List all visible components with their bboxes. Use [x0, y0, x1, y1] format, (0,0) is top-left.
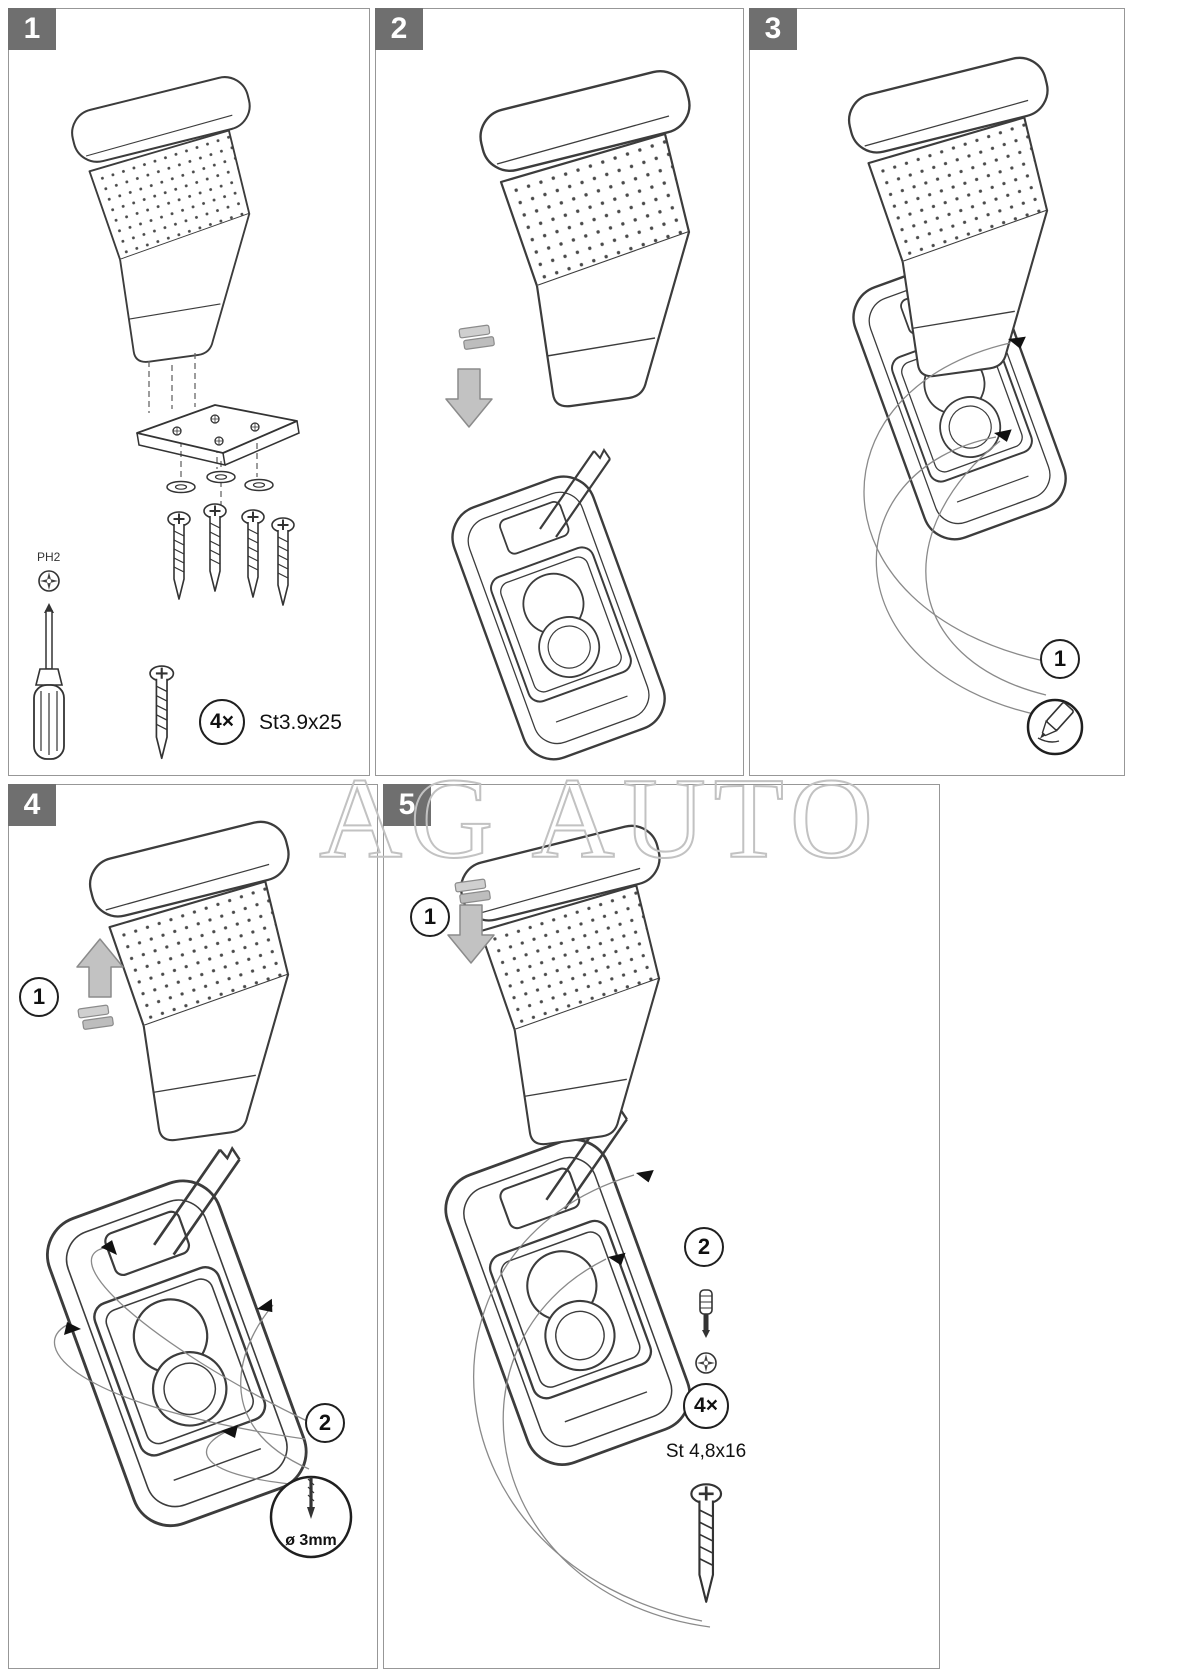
- drill-spec-label: ø 3mm: [285, 1532, 337, 1549]
- ph2-bit-icon: [38, 570, 60, 592]
- step-circle: 1: [19, 977, 59, 1017]
- marker-badge: [1026, 698, 1084, 756]
- panel-5-illustration: [434, 819, 723, 1628]
- screwdriver-icon: [33, 602, 65, 760]
- armrest-illustration: [473, 64, 697, 408]
- screw-sample-icon: [148, 664, 175, 760]
- washer-icon: [166, 480, 196, 494]
- panel-4-illustration: ø 3mm: [34, 815, 353, 1559]
- screw-sample-icon: [689, 1482, 723, 1604]
- panel-step-1: 1 PH2 4× St3.9x25: [8, 8, 370, 776]
- panel-number-badge: 5: [383, 784, 431, 826]
- leader-lines: [473, 1174, 711, 1628]
- tool-size-label: PH2: [37, 550, 61, 564]
- ph2-bit-icon: [695, 1352, 717, 1374]
- step-circle: 1: [1040, 639, 1080, 679]
- panel-number-badge: 1: [8, 8, 56, 50]
- step-circle: 1: [410, 897, 450, 937]
- down-arrow-icon: [445, 368, 493, 428]
- mounting-plate-illustration: [136, 404, 300, 466]
- panel-2-illustration: [442, 64, 697, 770]
- latch-icon: [458, 323, 496, 351]
- screw-spec-label: St3.9x25: [259, 711, 342, 734]
- leader-lines: [53, 1246, 310, 1486]
- panel-1-illustration: PH2: [33, 71, 300, 760]
- panel-number-badge: 4: [8, 784, 56, 826]
- panel-number-badge: 2: [375, 8, 423, 50]
- screw-quantity-badge: 4×: [199, 699, 245, 745]
- panel-number-badge: 3: [749, 8, 797, 50]
- leader-lines: [863, 342, 1047, 716]
- armrest-illustration: [454, 819, 667, 1146]
- panel-step-5: 5 1 2 4× St 4,8x16: [383, 784, 940, 1669]
- panel-step-3: 3 1: [749, 8, 1125, 776]
- armrest-illustration: [66, 71, 256, 363]
- screw-icon: [203, 503, 227, 592]
- screw-icon: [271, 517, 295, 606]
- screw-point-arrowhead-icon: [634, 1167, 654, 1183]
- screw-icon: [241, 509, 265, 598]
- step-circle: 2: [305, 1403, 345, 1443]
- console-illustration: [434, 1107, 702, 1477]
- screw-spec-label: St 4,8x16: [665, 1441, 747, 1462]
- armrest-illustration: [83, 815, 296, 1142]
- panel-3-illustration: [842, 51, 1084, 756]
- step-circle: 2: [684, 1227, 724, 1267]
- panel-step-4: 4 ø 3mm 1 2: [8, 784, 378, 1669]
- console-illustration: [34, 1146, 319, 1539]
- drill-badge: ø 3mm: [269, 1475, 353, 1559]
- screw-icon: [167, 511, 191, 600]
- console-illustration: [442, 448, 675, 770]
- screw-quantity-badge: 4×: [683, 1383, 729, 1429]
- panel-step-2: 2: [375, 8, 744, 776]
- washer-icon: [206, 470, 236, 484]
- washer-icon: [244, 478, 274, 492]
- latch-icon: [77, 1003, 115, 1031]
- screwdriver-bit-icon: [699, 1289, 713, 1339]
